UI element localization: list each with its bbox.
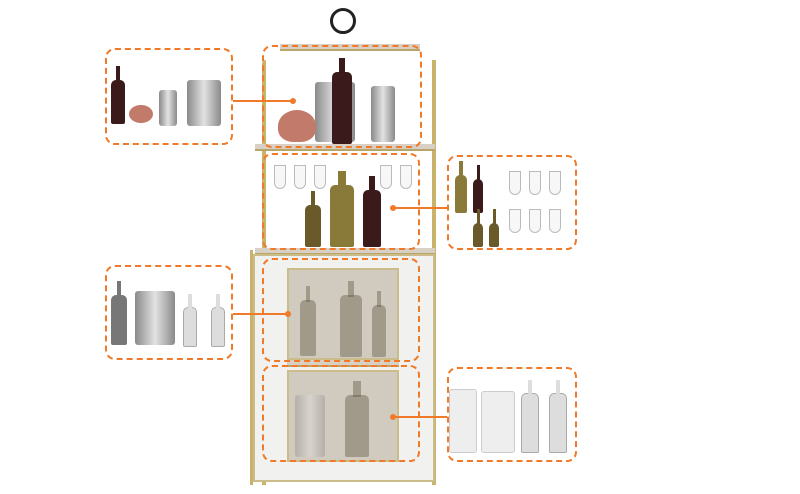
callout-top-left: [105, 48, 233, 145]
alarm-clock-icon: [330, 8, 356, 34]
cans-icon: [135, 291, 175, 345]
zone-glass-shelf: [262, 153, 420, 250]
connector-line: [392, 207, 447, 209]
liquor-bottle-icon: [305, 191, 321, 247]
container-icon: [449, 389, 477, 453]
liquor-bottle-icon: [330, 171, 354, 247]
container-icon: [481, 391, 515, 453]
water-bottle-icon: [521, 380, 539, 453]
bottle-icon: [372, 291, 386, 357]
champagne-bottle-icon: [111, 281, 127, 345]
water-bottle-icon: [549, 380, 567, 453]
zone-lower-cabinet: [262, 365, 420, 462]
connector-line: [233, 313, 288, 315]
callout-mid-left: [105, 265, 233, 360]
decanter-icon: [278, 110, 316, 142]
wine-bottle-icon: [111, 66, 125, 124]
water-bottle-icon: [183, 294, 197, 347]
decanter-icon: [129, 105, 153, 123]
callout-mid-right: [447, 155, 577, 250]
liquor-bottle-icon: [473, 209, 483, 247]
connector-line: [392, 416, 447, 418]
container-icon: [295, 395, 325, 457]
liquor-bottle-icon: [489, 209, 499, 247]
zone-top-shelf: [262, 45, 422, 148]
bottle-icon: [300, 286, 316, 356]
bottle-icon: [340, 281, 362, 357]
wine-bottle-icon: [332, 58, 352, 144]
ice-bucket-icon: [187, 80, 221, 126]
shaker-icon: [371, 86, 395, 142]
liquor-bottle-icon: [455, 161, 467, 213]
zone-upper-cabinet: [262, 258, 420, 362]
shaker-icon: [159, 90, 177, 126]
wine-bottle-icon: [473, 165, 483, 213]
connector-line: [233, 100, 293, 102]
wine-bottle-icon: [363, 176, 381, 247]
water-bottle-icon: [211, 294, 225, 347]
callout-bottom-right: [447, 367, 577, 462]
bottle-icon: [345, 381, 369, 457]
